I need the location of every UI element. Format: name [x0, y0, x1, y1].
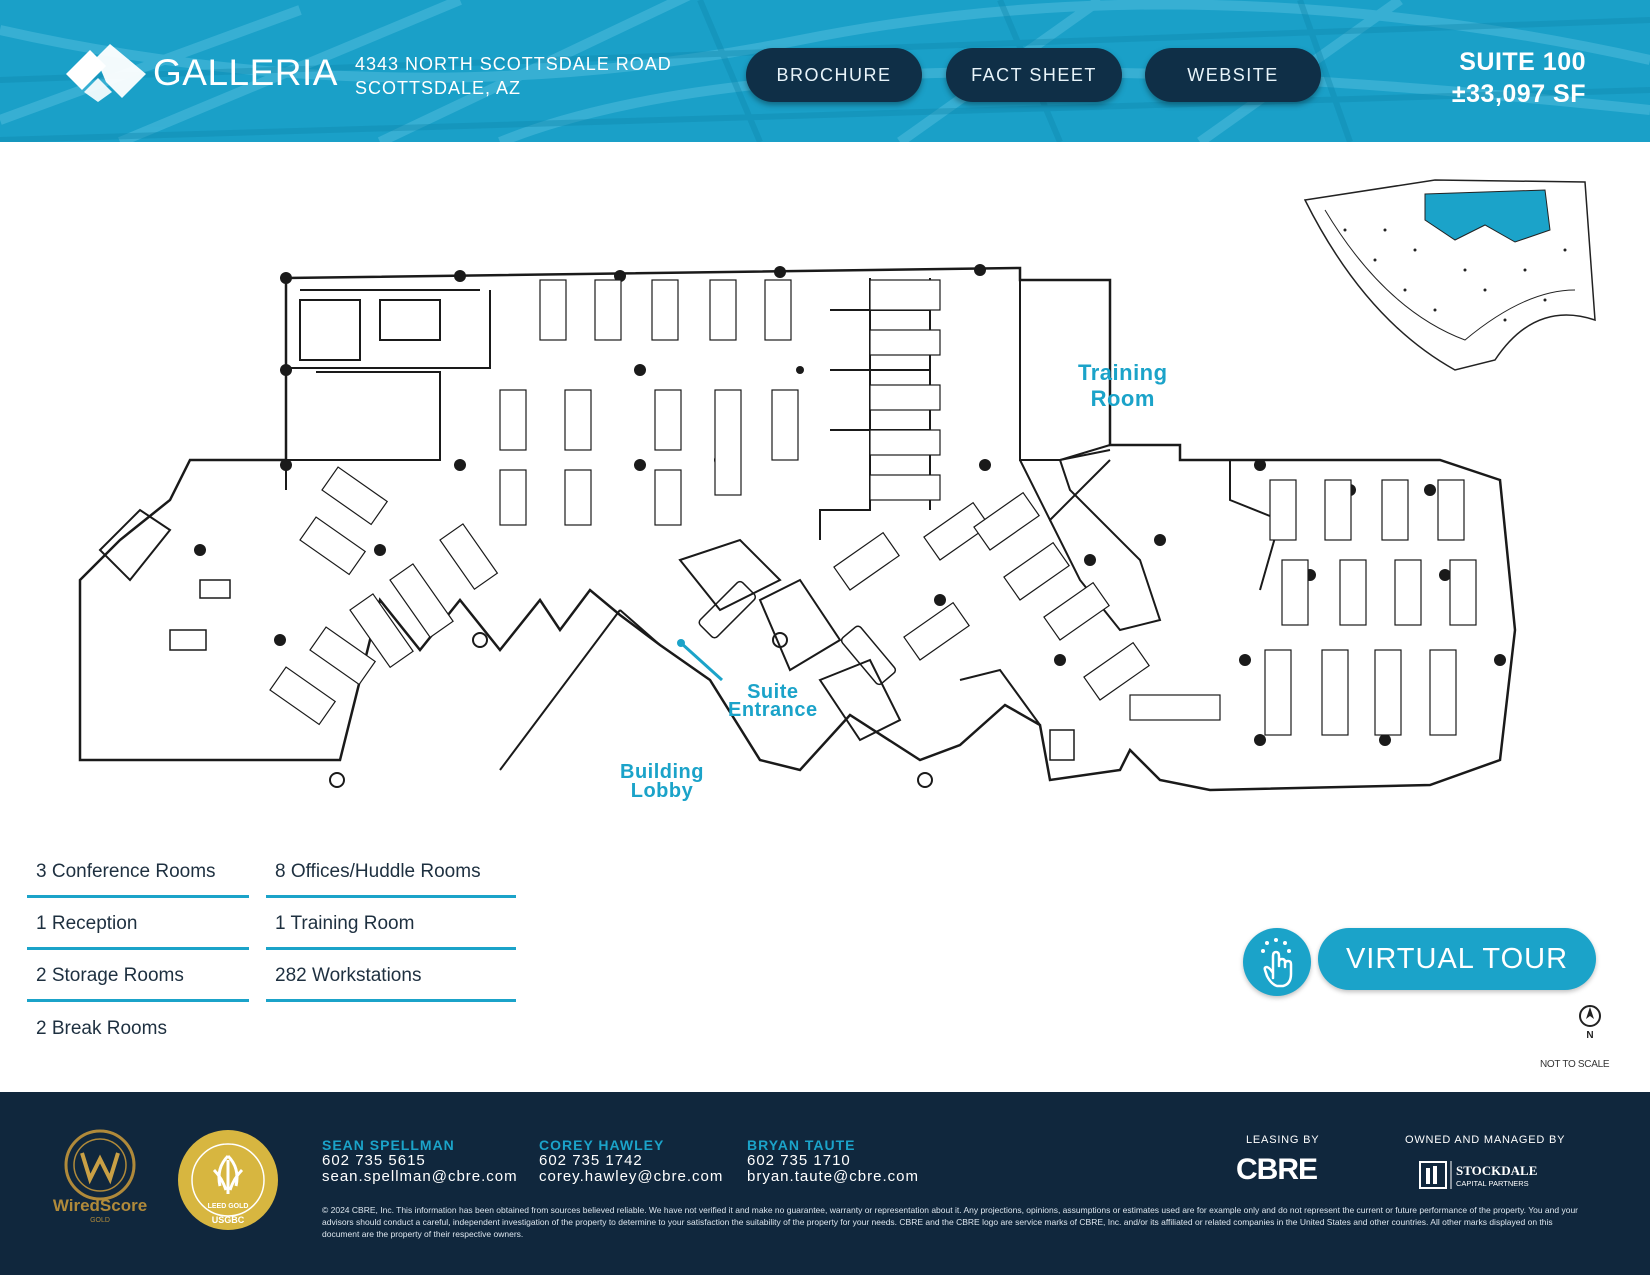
- not-to-scale-note: NOT TO SCALE: [1540, 1059, 1610, 1070]
- stat-conference-rooms: 3 Conference Rooms: [27, 848, 249, 898]
- leed-org: USGBC: [212, 1215, 245, 1225]
- building-lobby-label: Building Lobby: [620, 761, 704, 802]
- header-background: [0, 0, 1650, 142]
- stat-break-rooms: 2 Break Rooms: [36, 1018, 167, 1039]
- suite-entrance-label-line-1: Suite: [747, 681, 799, 703]
- stat-training-room: 1 Training Room: [266, 900, 516, 950]
- suite-entrance-label-line-2: Entrance: [728, 699, 818, 721]
- stat-workstations: 282 Workstations: [266, 952, 516, 1002]
- stat-storage-rooms: 2 Storage Rooms: [27, 952, 249, 1002]
- training-room-label-line-2: Room: [1090, 386, 1155, 411]
- training-room-label-line-1: Training: [1078, 360, 1168, 385]
- contact-bryan-taute: BRYAN TAUTE 602 735 1710 bryan.taute@cbr…: [747, 1137, 919, 1185]
- building-lobby-label-line-2: Lobby: [630, 780, 694, 802]
- north-arrow-icon: N: [1579, 1005, 1601, 1039]
- floor-plan: [78, 264, 1517, 792]
- contact-email[interactable]: corey.hawley@cbre.com: [539, 1168, 724, 1185]
- contact-name: SEAN SPELLMAN: [322, 1137, 455, 1153]
- suite-entrance-pointer: [677, 639, 724, 682]
- legal-disclaimer: © 2024 CBRE, Inc. This information has b…: [322, 1205, 1579, 1239]
- suite-area: ±33,097 SF: [1451, 80, 1586, 108]
- stockdale-name: STOCKDALE: [1456, 1163, 1537, 1178]
- property-address: 4343 NORTH SCOTTSDALE ROAD SCOTTSDALE, A…: [355, 52, 672, 100]
- owned-managed-label: OWNED AND MANAGED BY: [1405, 1134, 1566, 1146]
- contact-sean-spellman: SEAN SPELLMAN 602 735 5615 sean.spellman…: [322, 1137, 518, 1185]
- brochure-button[interactable]: BROCHURE: [746, 48, 922, 102]
- svg-text:N: N: [1586, 1030, 1593, 1039]
- page-header: GALLERIA 4343 NORTH SCOTTSDALE ROAD SCOT…: [0, 0, 1650, 142]
- key-plan: [1303, 179, 1596, 371]
- galleria-logo: [66, 44, 146, 102]
- stat-offices-huddle: 8 Offices/Huddle Rooms: [266, 848, 516, 898]
- contact-phone[interactable]: 602 735 1710: [747, 1152, 851, 1169]
- stockdale-logo: STOCKDALE CAPITAL PARTNERS: [1419, 1161, 1537, 1189]
- stockdale-sub: CAPITAL PARTNERS: [1456, 1179, 1529, 1188]
- address-line-2: SCOTTSDALE, AZ: [355, 78, 522, 98]
- contact-phone[interactable]: 602 735 1742: [539, 1152, 643, 1169]
- wiredscore-badge: WiredScore GOLD: [53, 1129, 147, 1224]
- contact-name: COREY HAWLEY: [539, 1137, 665, 1153]
- website-button[interactable]: WEBSITE: [1145, 48, 1321, 102]
- address-line-1: 4343 NORTH SCOTTSDALE ROAD: [355, 54, 672, 74]
- suite-info: SUITE 100 ±33,097 SF: [1452, 46, 1586, 110]
- contact-corey-hawley: COREY HAWLEY 602 735 1742 corey.hawley@c…: [539, 1137, 723, 1185]
- contact-name: BRYAN TAUTE: [747, 1137, 856, 1153]
- stat-reception: 1 Reception: [27, 900, 249, 950]
- building-lobby-label-line-1: Building: [620, 761, 704, 783]
- contact-email[interactable]: sean.spellman@cbre.com: [322, 1168, 518, 1185]
- leed-gold-badge: LEED GOLD USGBC: [178, 1130, 278, 1230]
- contact-email[interactable]: bryan.taute@cbre.com: [747, 1168, 919, 1185]
- brand-name: GALLERIA: [153, 52, 338, 93]
- suite-number: SUITE 100: [1459, 48, 1586, 76]
- suite-entrance-label: Suite Entrance: [728, 681, 818, 721]
- wiredscore-text: WiredScore: [53, 1196, 147, 1215]
- training-room-label: Training Room: [1078, 360, 1168, 412]
- cbre-logo: CBRE: [1236, 1153, 1318, 1186]
- fact-sheet-button[interactable]: FACT SHEET: [946, 48, 1122, 102]
- leed-level: LEED GOLD: [208, 1203, 249, 1210]
- virtual-tour-button[interactable]: VIRTUAL TOUR: [1318, 928, 1596, 990]
- hand-tap-icon[interactable]: [1243, 928, 1311, 996]
- contact-phone[interactable]: 602 735 5615: [322, 1152, 426, 1169]
- wiredscore-level: GOLD: [90, 1217, 110, 1224]
- leasing-by-label: LEASING BY: [1246, 1134, 1320, 1146]
